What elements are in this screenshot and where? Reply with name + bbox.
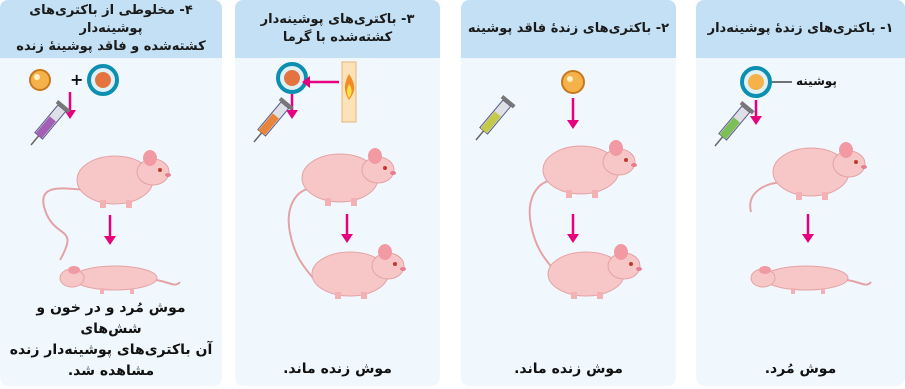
living-mouse-icon [548,244,642,299]
living-mouse-icon [750,142,867,212]
plus-sign: + [70,70,83,89]
panel-4-result-line1: موش مُرد و در خون و شش‌های [6,298,216,340]
panel-1-result: موش مُرد. [702,359,899,380]
heat-killed-bacterium-icon [278,64,306,92]
panel-2-noncapsulated: ۲- باکتری‌های زندهٔ فاقد پوشینه [461,0,676,386]
dead-mouse-icon [751,266,871,294]
panel-3-heat-killed: ۳- باکتری‌های پوشینه‌دار کشته‌شده با گرم… [235,0,440,386]
panel-4-result-line3: مشاهده شد. [6,361,216,382]
flame-icon [342,62,356,122]
live-capsulated-bacterium-icon [742,68,770,96]
panel-3-result: موش زنده ماند. [241,359,434,380]
dead-mouse-icon [60,266,180,294]
capsule-label: پوشینه [796,74,837,88]
heat-killed-bacterium-icon [89,66,117,94]
panel-2-illustration [461,0,676,300]
live-noncapsulated-bacterium-icon [30,70,50,90]
syringe-icon [709,101,755,151]
panel-1-illustration [696,0,905,300]
panel-4-result-line2: آن باکتری‌های پوشینه‌دار زنده [6,340,216,361]
panel-3-illustration [235,0,440,300]
panel-1-capsulated: ۱- باکتری‌های زندهٔ پوشینه‌دار [696,0,905,386]
syringe-icon [470,95,516,145]
living-mouse-icon [312,244,406,299]
syringe-icon [248,97,294,147]
panel-4-result: موش مُرد و در خون و شش‌های آن باکتری‌های… [6,298,216,382]
panel-2-result: موش زنده ماند. [467,359,670,380]
living-mouse-icon [43,150,171,260]
panel-4-illustration: + [0,0,222,300]
live-noncapsulated-bacterium-icon [562,71,584,93]
syringe-icon [25,100,71,150]
panel-4-mixture: ۴- مخلوطی از باکتری‌های پوشینه‌دار کشته‌… [0,0,222,386]
